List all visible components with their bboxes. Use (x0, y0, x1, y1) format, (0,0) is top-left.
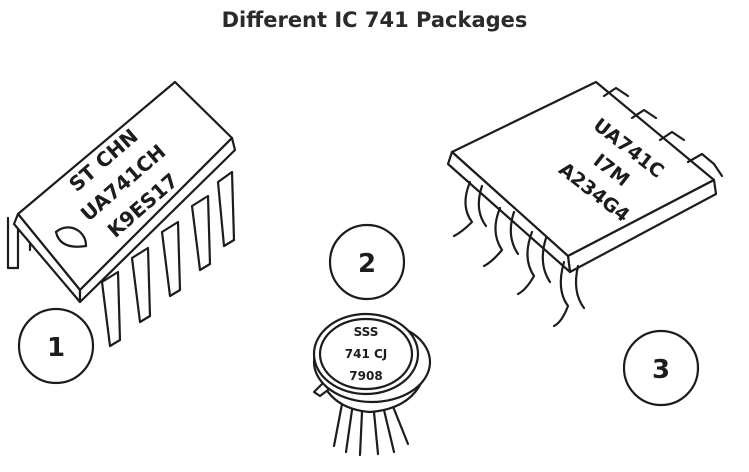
to99-markings: SSS 741 CJ 7908 (345, 325, 388, 383)
dip8-package (6, 80, 237, 348)
to99-marking-line2: 741 CJ (345, 347, 388, 361)
package-number-2: 2 (358, 249, 376, 279)
diagram-title: Different IC 741 Packages (221, 8, 528, 32)
soic8-package (446, 80, 724, 328)
package-number-circle-3 (622, 329, 700, 407)
to99-package (312, 223, 432, 457)
package-number-circle-1 (17, 307, 95, 385)
dip-lead (6, 216, 20, 270)
package-number-1: 1 (47, 333, 65, 363)
to99-marking-line1: SSS (354, 325, 379, 339)
to99-marking-line3: 7908 (349, 369, 382, 383)
package-number-circle-2 (328, 223, 406, 301)
package-number-3: 3 (652, 355, 670, 385)
